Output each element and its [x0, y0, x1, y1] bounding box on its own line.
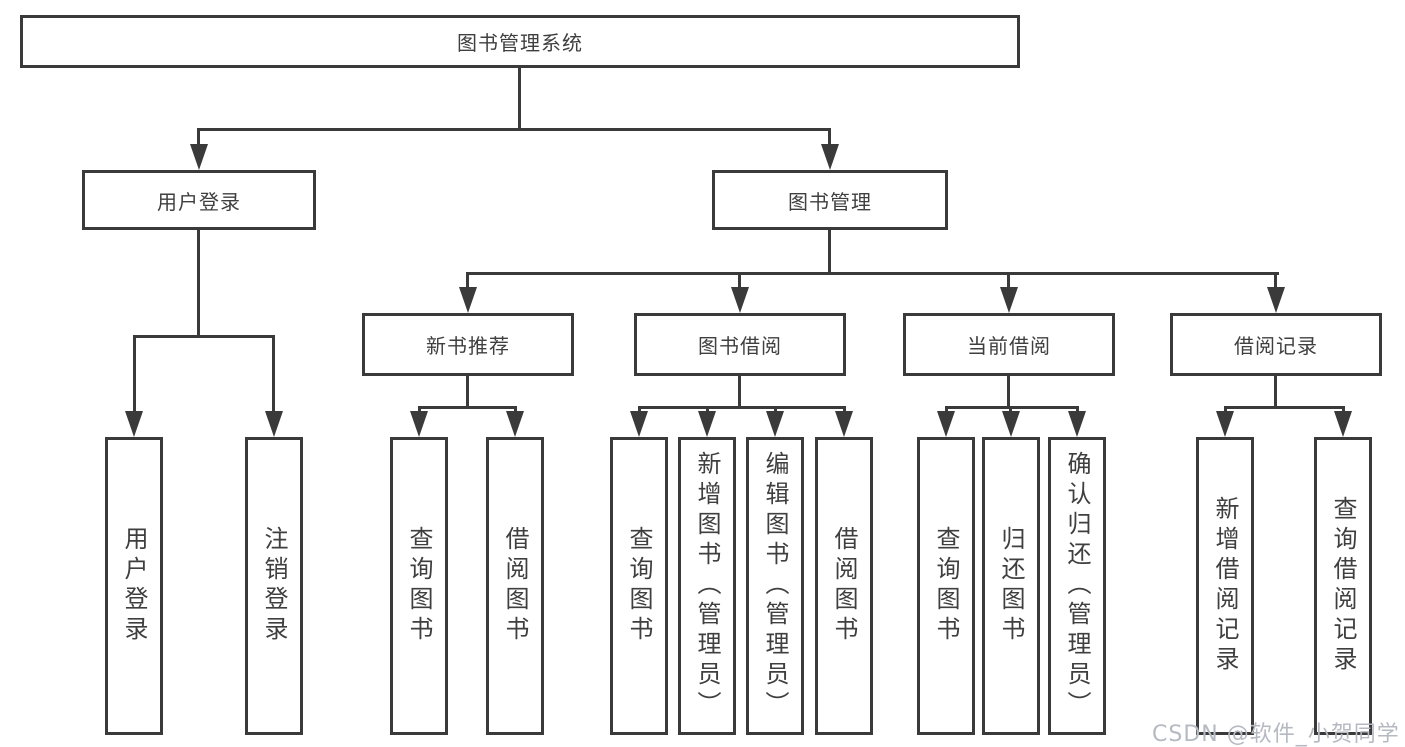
connector-drop-bb-leaf4: [843, 406, 846, 414]
arrow-to-user-login: [190, 144, 208, 170]
connector-drop-current-borrow: [1007, 272, 1010, 289]
leaf-label: 查询图书: [932, 526, 960, 646]
connector-book-mgmt-stem: [828, 230, 831, 274]
node-label: 图书借阅: [698, 334, 782, 358]
leaf-bb-query-books: 查询图书: [610, 437, 668, 735]
leaf-nbr-query-books: 查询图书: [390, 437, 448, 735]
connector-drop-nbr-leaf1: [418, 406, 421, 414]
connector-drop-bb-leaf3: [774, 406, 777, 414]
connector-current-borrow-branch: [945, 406, 1079, 409]
arrow-to-new-book-rec: [459, 287, 477, 313]
connector-book-borrow-branch: [638, 406, 846, 409]
arrow-to-cb-leaf2: [1002, 411, 1020, 437]
leaf-nbr-borrow-books: 借阅图书: [486, 437, 544, 735]
connector-drop-cb-leaf1: [945, 406, 948, 414]
connector-drop-book-borrow: [738, 272, 741, 289]
connector-user-login-stem: [197, 230, 200, 335]
connector-new-book-rec-branch: [418, 406, 517, 409]
leaf-user-login: 用户登录: [105, 437, 163, 735]
arrow-to-borrow-record: [1267, 287, 1285, 313]
connector-drop-borrow-record: [1274, 272, 1277, 289]
leaf-cb-query-books: 查询图书: [917, 437, 975, 735]
node-label: 借阅记录: [1234, 334, 1318, 358]
leaf-label: 查询图书: [625, 526, 653, 646]
node-book-borrowing: 图书借阅: [634, 313, 846, 376]
leaf-label: 新增图书（管理员）: [693, 451, 721, 721]
leaf-br-add-record: 新增借阅记录: [1196, 437, 1254, 735]
leaf-cb-return-books: 归还图书: [982, 437, 1040, 735]
arrow-to-br-leaf2: [1334, 411, 1352, 437]
leaf-label: 借阅图书: [830, 526, 858, 646]
node-borrowing-records: 借阅记录: [1170, 313, 1382, 376]
connector-drop-book-mgmt: [828, 128, 831, 146]
leaf-label: 查询借阅记录: [1329, 496, 1357, 676]
connector-current-borrow-stem: [1007, 376, 1010, 408]
leaf-bb-add-books-admin: 新增图书（管理员）: [678, 437, 736, 735]
leaf-bb-borrow-books: 借阅图书: [815, 437, 873, 735]
connector-borrow-record-branch: [1224, 406, 1344, 409]
leaf-label: 用户登录: [120, 526, 148, 646]
arrow-to-login-leaf2: [265, 411, 283, 437]
leaf-label: 新增借阅记录: [1211, 496, 1239, 676]
csdn-watermark: CSDN @软件_小贺同学: [1152, 722, 1400, 747]
connector-drop-br-leaf2: [1342, 406, 1345, 414]
arrow-to-nbr-leaf1: [410, 411, 428, 437]
connector-drop-nbr-leaf2: [514, 406, 517, 414]
arrow-to-bb-leaf4: [835, 411, 853, 437]
connector-new-book-rec-stem: [466, 376, 469, 408]
connector-drop-new-book-rec: [466, 272, 469, 289]
node-user-login: 用户登录: [82, 170, 316, 230]
connector-drop-bb-leaf2: [706, 406, 709, 414]
connector-drop-login-leaf2: [272, 335, 275, 412]
connector-root-stem: [518, 68, 521, 128]
connector-book-borrow-stem: [738, 376, 741, 408]
node-current-borrowing: 当前借阅: [903, 313, 1115, 376]
node-label: 新书推荐: [426, 334, 510, 358]
connector-book-mgmt-branch: [467, 272, 1279, 275]
node-label: 用户登录: [157, 189, 241, 214]
leaf-cb-confirm-return-admin: 确认归还（管理员）: [1048, 437, 1106, 735]
connector-drop-cb-leaf3: [1076, 406, 1079, 414]
leaf-label: 借阅图书: [501, 526, 529, 646]
arrow-to-login-leaf1: [125, 411, 143, 437]
leaf-label: 编辑图书（管理员）: [761, 451, 789, 721]
leaf-br-query-record: 查询借阅记录: [1314, 437, 1372, 735]
arrow-to-bb-leaf3: [766, 411, 784, 437]
arrow-to-nbr-leaf2: [506, 411, 524, 437]
arrow-to-cb-leaf1: [937, 411, 955, 437]
connector-drop-cb-leaf2: [1009, 406, 1012, 414]
leaf-label: 注销登录: [260, 526, 288, 646]
leaf-label: 确认归还（管理员）: [1063, 451, 1091, 721]
connector-drop-br-leaf1: [1224, 406, 1227, 414]
arrow-to-br-leaf1: [1216, 411, 1234, 437]
connector-drop-login-leaf1: [133, 335, 136, 412]
arrow-to-cb-leaf3: [1068, 411, 1086, 437]
node-label: 图书管理: [788, 189, 872, 214]
leaf-label: 归还图书: [997, 526, 1025, 646]
node-label: 当前借阅: [967, 334, 1051, 358]
connector-drop-bb-leaf1: [638, 406, 641, 414]
leaf-logout: 注销登录: [245, 437, 303, 735]
arrow-to-book-borrow: [731, 287, 749, 313]
node-library-management-system: 图书管理系统: [20, 15, 1020, 68]
arrow-to-bb-leaf2: [698, 411, 716, 437]
leaf-label: 查询图书: [405, 526, 433, 646]
arrow-to-book-mgmt: [821, 144, 839, 170]
arrow-to-current-borrow: [1000, 287, 1018, 313]
connector-drop-user-login: [197, 128, 200, 146]
node-label: 图书管理系统: [457, 31, 583, 55]
connector-root-branch: [197, 128, 831, 131]
arrow-to-bb-leaf1: [630, 411, 648, 437]
leaf-bb-edit-books-admin: 编辑图书（管理员）: [746, 437, 804, 735]
connector-user-login-branch: [133, 335, 275, 338]
node-book-management: 图书管理: [712, 170, 948, 230]
connector-borrow-record-stem: [1274, 376, 1277, 408]
node-new-book-recommend: 新书推荐: [362, 313, 574, 376]
